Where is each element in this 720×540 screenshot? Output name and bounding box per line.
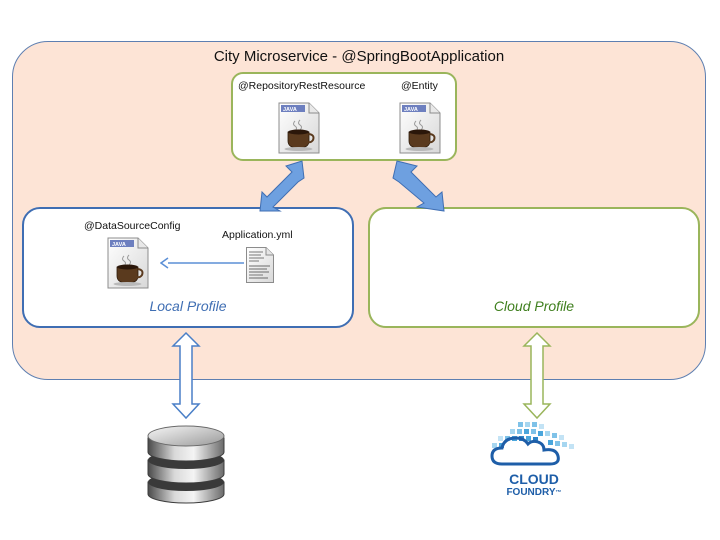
database-icon [147, 425, 225, 504]
cloud-foundry-line2-wrap: FOUNDRY™ [488, 486, 580, 500]
datasource-config-label: @DataSourceConfig [84, 220, 181, 232]
cloud-foundry-trademark: ™ [555, 490, 562, 496]
diagonal-arrow-right [392, 160, 445, 212]
cloud-foundry-line2: FOUNDRY [506, 487, 556, 498]
cloud-foundry-cloud-icon [490, 422, 574, 466]
local-profile-label: Local Profile [149, 298, 227, 314]
application-yml-label: Application.yml [222, 229, 293, 241]
cloud-foundry-line1: CLOUD [509, 471, 559, 487]
cloud-profile-label: Cloud Profile [493, 298, 575, 314]
repository-rest-resource-label: @RepositoryRestResource [238, 80, 366, 92]
diagonal-arrow-left [259, 160, 305, 212]
cloud-profile-box [368, 207, 700, 328]
local-profile-box [22, 207, 354, 328]
cloudfoundry-link-arrow [522, 331, 552, 420]
database-link-arrow [171, 331, 201, 420]
config-arrow [160, 257, 244, 269]
microservice-title: City Microservice - @SpringBootApplicati… [213, 48, 505, 65]
entity-label: @Entity [401, 80, 438, 92]
